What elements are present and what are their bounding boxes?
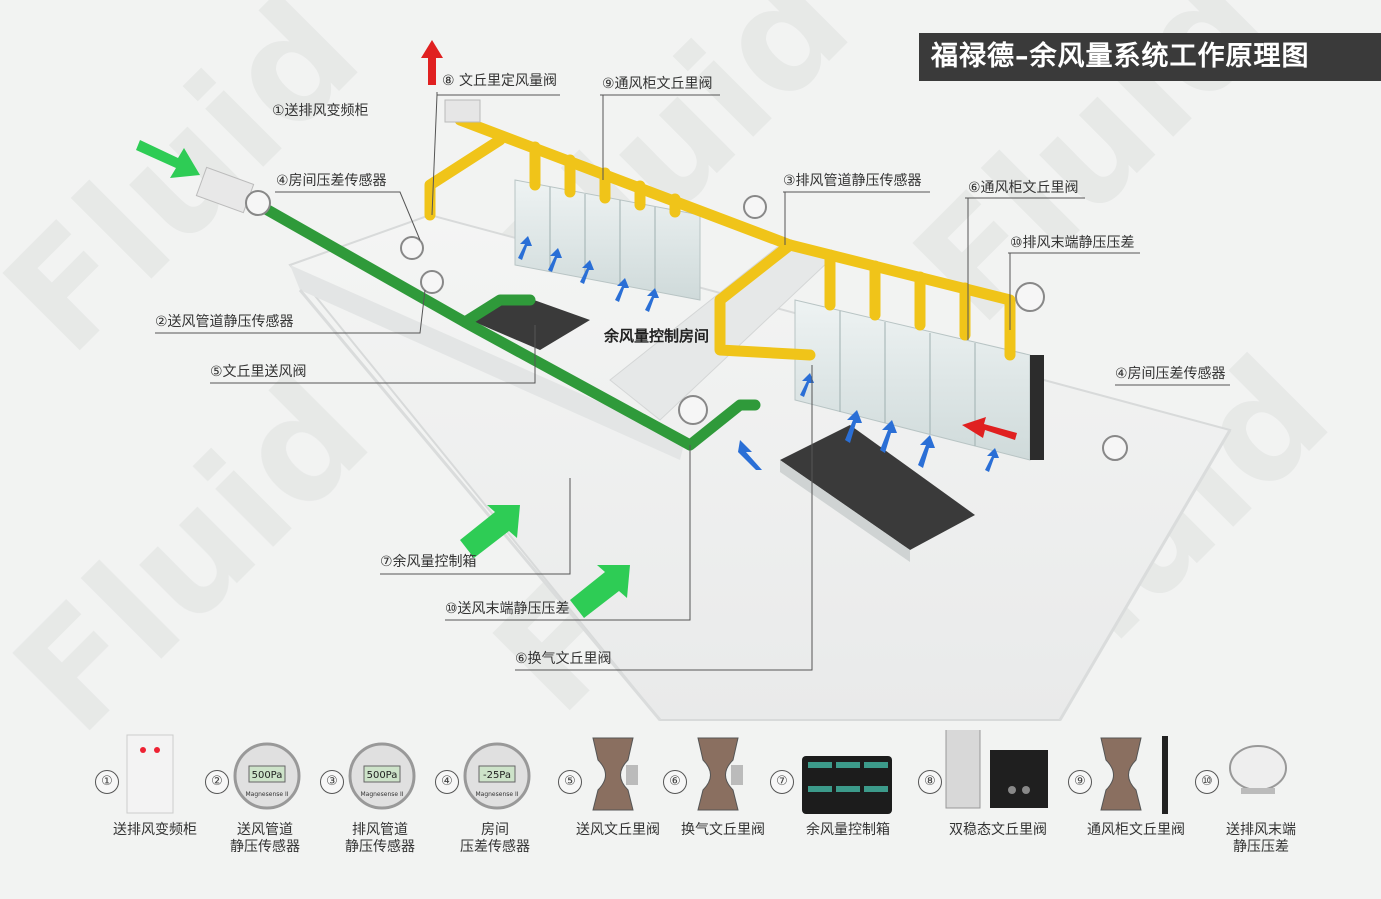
bistable-valve-icon bbox=[945, 730, 1048, 809]
venturi-valve-icon bbox=[697, 737, 743, 811]
legend-number: ④ bbox=[435, 770, 459, 794]
legend-label: 送排风末端静压压差 bbox=[1226, 822, 1296, 855]
gauge-brand: Magnesense II bbox=[245, 791, 288, 798]
lab-bench-1 bbox=[470, 295, 590, 350]
callout-exchange-venturi-valve: ⑥换气文丘里阀 bbox=[515, 651, 612, 667]
legend-item-4: ④ -25Pa Magnesense II 房间压差传感器 bbox=[435, 730, 555, 890]
leader-lines bbox=[155, 92, 1230, 671]
legend-label: 房间压差传感器 bbox=[460, 822, 530, 855]
gauge-readout: 500Pa bbox=[252, 770, 283, 781]
legend-label: 余风量控制箱 bbox=[806, 822, 890, 838]
callout-supply-static-sensor: ②送风管道静压传感器 bbox=[155, 314, 294, 330]
gauge-brand: Magnesense II bbox=[475, 791, 518, 798]
supply-arrow-1 bbox=[460, 505, 520, 558]
gauge-readout: 500Pa bbox=[367, 770, 398, 781]
pressure-gauge-icon: 500Pa Magnesense II bbox=[348, 742, 416, 810]
supply-arrow-2 bbox=[570, 565, 630, 618]
pressure-gauge-icon: -25Pa Magnesense II bbox=[463, 742, 531, 810]
pressure-sensors bbox=[245, 190, 1128, 461]
room-label: 余风量控制房间 bbox=[604, 327, 710, 345]
legend-number: ⑧ bbox=[918, 770, 942, 794]
legend-item-1: ① 送排风变频柜 bbox=[95, 730, 215, 890]
legend-label: 换气文丘里阀 bbox=[681, 822, 765, 838]
airflow-arrows bbox=[136, 40, 1017, 618]
callout-room-pressure-sensor-right: ④房间压差传感器 bbox=[1115, 366, 1226, 382]
vfd-cabinet-icon bbox=[126, 734, 174, 814]
callout-fume-hood-venturi-valve-top: ⑨通风柜文丘里阀 bbox=[602, 76, 713, 92]
legend-number: ⑥ bbox=[663, 770, 687, 794]
callout-fume-hood-venturi-valve-right: ⑥通风柜文丘里阀 bbox=[968, 180, 1079, 196]
callout-residual-control-box: ⑦余风量控制箱 bbox=[380, 554, 477, 570]
fume-hood-row-2 bbox=[794, 299, 1044, 461]
legend-number: ⑩ bbox=[1195, 770, 1219, 794]
control-box-icon bbox=[802, 756, 892, 814]
callout-exhaust-terminal-pressure: ⑩排风末端静压压差 bbox=[1010, 235, 1135, 251]
callout-exhaust-static-sensor: ③排风管道静压传感器 bbox=[783, 173, 922, 189]
callout-supply-terminal-pressure: ⑩送风末端静压压差 bbox=[445, 601, 570, 617]
venturi-valve-icon bbox=[592, 737, 638, 811]
callout-venturi-supply-valve: ⑤文丘里送风阀 bbox=[210, 364, 307, 380]
legend-number: ③ bbox=[320, 770, 344, 794]
gauge-brand: Magnesense II bbox=[360, 791, 403, 798]
legend-label: 通风柜文丘里阀 bbox=[1087, 822, 1185, 838]
legend-number: ⑨ bbox=[1068, 770, 1092, 794]
legend-item-7: ⑦ 余风量控制箱 bbox=[770, 730, 892, 890]
legend-label: 送排风变频柜 bbox=[113, 822, 197, 838]
legend-number: ① bbox=[95, 770, 119, 794]
legend-item-6: ⑥ 换气文丘里阀 bbox=[663, 730, 783, 890]
legend-label: 排风管道静压传感器 bbox=[345, 822, 415, 855]
exhaust-up-arrow bbox=[421, 40, 443, 85]
fume-hood-valve-icon bbox=[1100, 736, 1168, 814]
legend-label: 送风文丘里阀 bbox=[576, 822, 660, 838]
venturi-cav-box bbox=[444, 99, 481, 123]
legend-label: 双稳态文丘里阀 bbox=[949, 822, 1047, 838]
legend-item-3: ③ 500Pa Magnesense II 排风管道静压传感器 bbox=[320, 730, 440, 890]
supply-inlet-arrow bbox=[136, 140, 200, 178]
legend-item-2: ② 500Pa Magnesense II 送风管道静压传感器 bbox=[205, 730, 325, 890]
callout-vfd-cabinet: ①送排风变频柜 bbox=[272, 103, 369, 119]
legend-item-8: ⑧ 双稳态文丘里阀 bbox=[918, 730, 1048, 890]
legend-item-10: ⑩ 送排风末端静压压差 bbox=[1195, 730, 1315, 890]
callout-room-pressure-sensor-left: ④房间压差传感器 bbox=[276, 173, 387, 189]
page-title: 福禄德–余风量系统工作原理图 bbox=[919, 33, 1381, 81]
legend-number: ② bbox=[205, 770, 229, 794]
callout-venturi-cav-valve: ⑧ 文丘里定风量阀 bbox=[442, 73, 558, 89]
lab-bench-2 bbox=[780, 425, 975, 550]
pressure-gauge-icon: 500Pa Magnesense II bbox=[233, 742, 301, 810]
legend-number: ⑤ bbox=[558, 770, 582, 794]
gauge-readout: -25Pa bbox=[483, 770, 511, 781]
exhaust-red-arrow bbox=[962, 417, 1017, 440]
legend-number: ⑦ bbox=[770, 770, 794, 794]
legend-label: 送风管道静压传感器 bbox=[230, 822, 300, 855]
legend-item-5: ⑤ 送风文丘里阀 bbox=[558, 730, 678, 890]
legend-item-9: ⑨ 通风柜文丘里阀 bbox=[1068, 730, 1188, 890]
terminal-pressure-switch-icon bbox=[1229, 745, 1287, 794]
watermark-text: Fluid bbox=[0, 346, 402, 766]
